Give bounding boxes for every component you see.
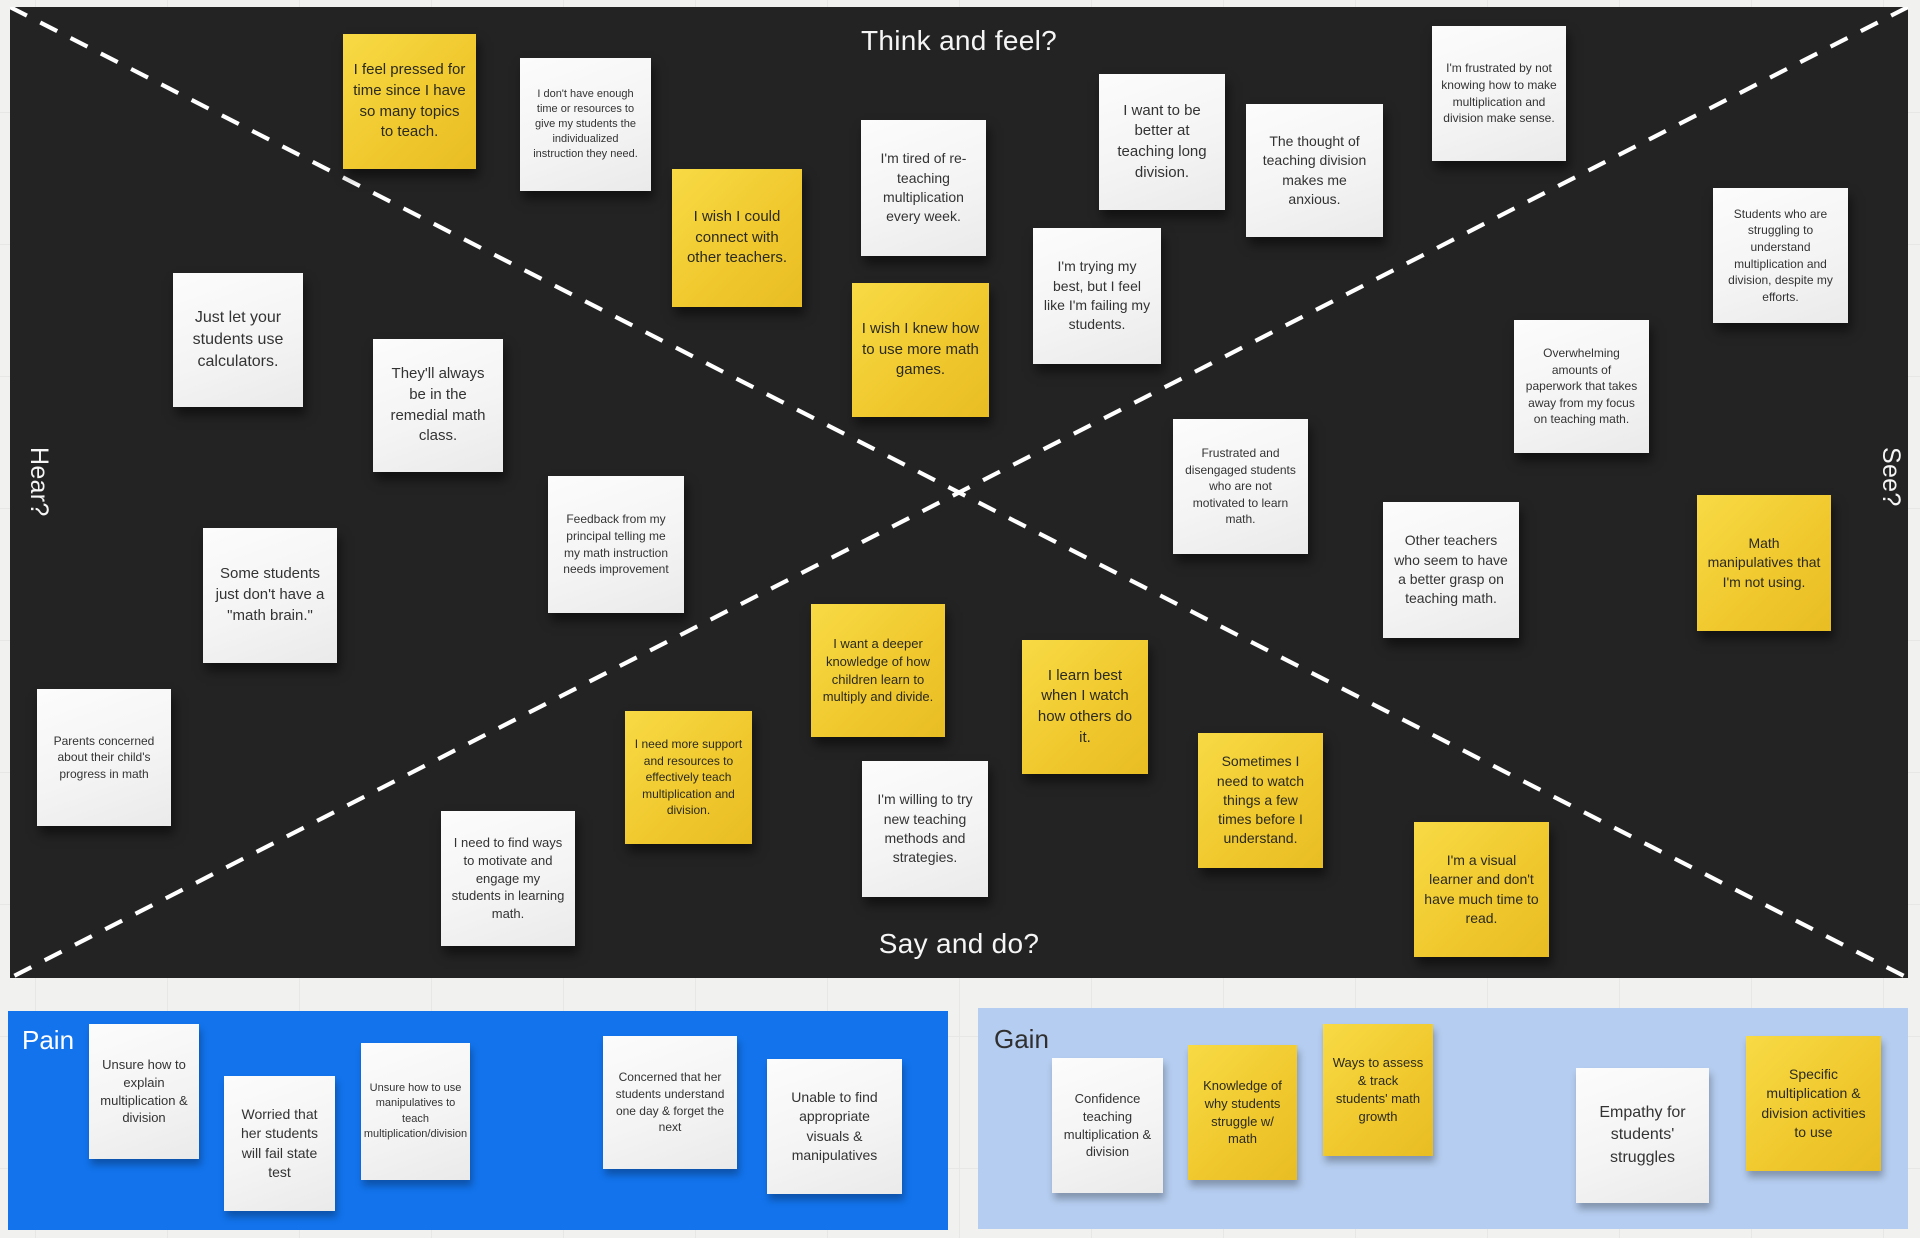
- sticky-note-text: I feel pressed for time since I have so …: [353, 61, 466, 141]
- sticky-note[interactable]: I want to be better at teaching long div…: [1099, 74, 1225, 210]
- sticky-note-text: Knowledge of why students struggle w/ ma…: [1203, 1077, 1282, 1147]
- sticky-note[interactable]: Other teachers who seem to have a better…: [1383, 502, 1519, 638]
- quadrant-label-see: See?: [1877, 447, 1905, 507]
- sticky-note-text: I need more support and resources to eff…: [634, 737, 743, 818]
- sticky-note[interactable]: Feedback from my principal telling me my…: [548, 476, 684, 613]
- sticky-note-text: The thought of teaching division makes m…: [1262, 132, 1367, 207]
- sticky-note-text: They'll always be in the remedial math c…: [390, 365, 486, 445]
- sticky-note[interactable]: I'm a visual learner and don't have much…: [1414, 822, 1549, 957]
- sticky-note[interactable]: Unsure how to use manipulatives to teach…: [361, 1043, 470, 1180]
- quadrant-label-think-and-feel: Think and feel?: [861, 25, 1057, 56]
- sticky-note-text: I'm tired of re-teaching multiplication …: [880, 150, 967, 225]
- sticky-note[interactable]: I'm tired of re-teaching multiplication …: [861, 120, 986, 256]
- sticky-note-text: Parents concerned about their child's pr…: [53, 733, 155, 781]
- sticky-note[interactable]: I wish I knew how to use more math games…: [852, 283, 989, 417]
- pain-zone-label: Pain: [22, 1025, 75, 1055]
- sticky-note[interactable]: I'm trying my best, but I feel like I'm …: [1033, 228, 1161, 364]
- sticky-note[interactable]: Just let your students use calculators.: [173, 273, 303, 407]
- sticky-note[interactable]: Sometimes I need to watch things a few t…: [1198, 733, 1323, 868]
- sticky-note[interactable]: Parents concerned about their child's pr…: [37, 689, 171, 826]
- sticky-note-text: I learn best when I watch how others do …: [1037, 666, 1133, 746]
- sticky-note-text: I'm trying my best, but I feel like I'm …: [1043, 258, 1151, 333]
- sticky-note[interactable]: Worried that her students will fail stat…: [224, 1076, 335, 1211]
- sticky-note-text: I'm a visual learner and don't have much…: [1424, 851, 1539, 926]
- sticky-note[interactable]: Some students just don't have a "math br…: [203, 528, 337, 663]
- sticky-note[interactable]: I learn best when I watch how others do …: [1022, 640, 1148, 774]
- sticky-note-text: Just let your students use calculators.: [192, 308, 284, 371]
- sticky-note-text: Frustrated and disengaged students who a…: [1185, 446, 1296, 527]
- sticky-note[interactable]: I need more support and resources to eff…: [625, 711, 752, 844]
- sticky-note[interactable]: I need to find ways to motivate and enga…: [441, 811, 575, 946]
- sticky-note[interactable]: Confidence teaching multiplication & div…: [1052, 1058, 1163, 1193]
- sticky-note-text: Worried that her students will fail stat…: [240, 1105, 319, 1180]
- sticky-note[interactable]: They'll always be in the remedial math c…: [373, 339, 503, 472]
- sticky-note[interactable]: Ways to assess & track students' math gr…: [1323, 1024, 1433, 1156]
- sticky-note[interactable]: Unable to find appropriate visuals & man…: [767, 1059, 902, 1194]
- sticky-note[interactable]: I don't have enough time or resources to…: [520, 58, 651, 191]
- sticky-note-text: Confidence teaching multiplication & div…: [1063, 1090, 1152, 1160]
- pain-zone[interactable]: Pain Unsure how to explain multiplicatio…: [8, 1011, 948, 1230]
- sticky-note-text: I wish I could connect with other teache…: [686, 207, 788, 267]
- sticky-note-text: I don't have enough time or resources to…: [533, 87, 638, 161]
- sticky-note[interactable]: Empathy for students' struggles: [1576, 1068, 1709, 1203]
- gain-zone[interactable]: Gain Confidence teaching multiplication …: [978, 1008, 1908, 1229]
- sticky-note-text: Overwhelming amounts of paperwork that t…: [1525, 346, 1638, 427]
- sticky-note[interactable]: Unsure how to explain multiplication & d…: [89, 1024, 199, 1159]
- sticky-note[interactable]: Frustrated and disengaged students who a…: [1173, 419, 1308, 554]
- sticky-note-text: I'm willing to try new teaching methods …: [877, 791, 973, 866]
- sticky-note-text: Empathy for students' struggles: [1599, 1104, 1686, 1166]
- sticky-note-text: Specific multiplication & division activ…: [1761, 1065, 1866, 1140]
- sticky-note[interactable]: I'm willing to try new teaching methods …: [862, 761, 988, 897]
- sticky-note[interactable]: I want a deeper knowledge of how childre…: [811, 604, 945, 737]
- sticky-note[interactable]: I wish I could connect with other teache…: [672, 169, 802, 307]
- sticky-note[interactable]: Concerned that her students understand o…: [603, 1036, 737, 1169]
- sticky-note[interactable]: The thought of teaching division makes m…: [1246, 104, 1383, 237]
- sticky-note-text: Feedback from my principal telling me my…: [563, 512, 669, 577]
- sticky-note-text: I wish I knew how to use more math games…: [861, 319, 980, 379]
- quadrant-label-say-and-do: Say and do?: [878, 928, 1040, 959]
- sticky-note[interactable]: Math manipulatives that I'm not using.: [1697, 495, 1831, 631]
- sticky-note-text: Concerned that her students understand o…: [615, 1070, 725, 1135]
- sticky-note-text: Some students just don't have a "math br…: [215, 565, 325, 624]
- sticky-note-text: Students who are struggling to understan…: [1728, 206, 1833, 304]
- sticky-note[interactable]: Overwhelming amounts of paperwork that t…: [1514, 320, 1649, 453]
- sticky-note-text: I'm frustrated by not knowing how to mak…: [1441, 61, 1557, 126]
- sticky-note-text: Sometimes I need to watch things a few t…: [1216, 753, 1305, 847]
- empathy-map-board[interactable]: Think and feel? Say and do? Hear? See? I…: [10, 7, 1908, 978]
- sticky-note[interactable]: Specific multiplication & division activ…: [1746, 1036, 1881, 1171]
- sticky-note-text: Ways to assess & track students' math gr…: [1332, 1055, 1424, 1124]
- sticky-note[interactable]: Students who are struggling to understan…: [1713, 188, 1848, 323]
- sticky-note[interactable]: I feel pressed for time since I have so …: [343, 34, 476, 169]
- sticky-note-text: Math manipulatives that I'm not using.: [1707, 535, 1821, 590]
- sticky-note-text: I want to be better at teaching long div…: [1117, 101, 1207, 181]
- sticky-note-text: Other teachers who seem to have a better…: [1394, 532, 1508, 607]
- gain-zone-label: Gain: [994, 1024, 1049, 1054]
- sticky-note-text: Unable to find appropriate visuals & man…: [791, 1088, 878, 1163]
- sticky-note[interactable]: I'm frustrated by not knowing how to mak…: [1432, 26, 1566, 161]
- quadrant-label-hear: Hear?: [25, 447, 53, 517]
- sticky-note[interactable]: Knowledge of why students struggle w/ ma…: [1188, 1045, 1297, 1180]
- sticky-note-text: I want a deeper knowledge of how childre…: [822, 635, 934, 705]
- quadrant-divider-lines: [10, 7, 1908, 978]
- sticky-note-text: I need to find ways to motivate and enga…: [451, 834, 565, 922]
- sticky-note-text: Unsure how to explain multiplication & d…: [100, 1056, 188, 1126]
- sticky-note-text: Unsure how to use manipulatives to teach…: [363, 1082, 468, 1140]
